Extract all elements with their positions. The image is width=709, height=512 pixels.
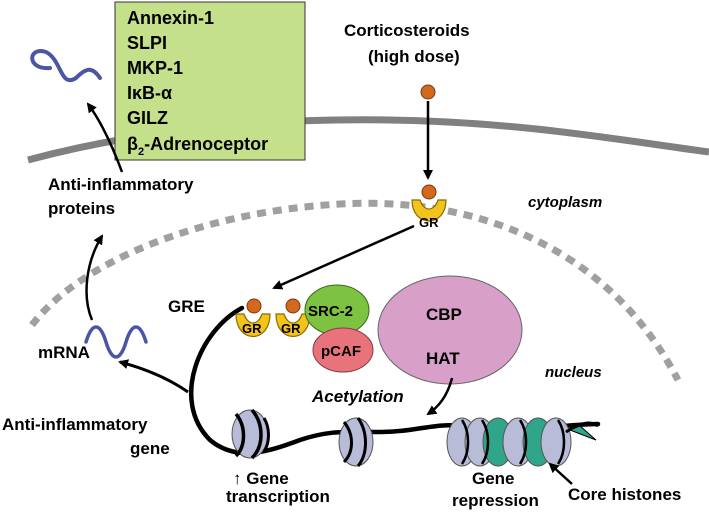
label-src2: SRC-2 [308, 303, 353, 320]
protein-gilz: GILZ [127, 108, 168, 128]
label-anti-inflammatory-gene-1: Anti-inflammatory [2, 415, 148, 434]
label-pcaf: pCAF [321, 343, 361, 360]
gr-label-dimer-1: GR [242, 321, 262, 336]
label-anti-inflammatory-gene-2: gene [130, 439, 170, 458]
label-hat: HAT [426, 349, 460, 368]
label-mrna: mRNA [38, 343, 90, 362]
pcaf-coactivator [312, 327, 374, 373]
arrow-gene-to-mrna [118, 359, 189, 394]
protein-mkp-1: MKP-1 [127, 58, 183, 78]
arrow-acetylation [426, 377, 454, 416]
protein-annexin-1: Annexin-1 [127, 8, 214, 28]
gr-dimer: GR GR [235, 298, 311, 338]
nucleosomes-condensed [446, 417, 599, 467]
nucleosome-middle [338, 417, 374, 467]
label-anti-inflammatory-proteins-1: Anti-inflammatory [48, 175, 194, 194]
steroid-molecule-icon [420, 84, 436, 100]
label-high-dose: (high dose) [368, 47, 460, 66]
label-gene-transcription-1: ↑ Gene [233, 469, 289, 488]
label-gre: GRE [168, 297, 205, 316]
arrow-mrna-to-proteins [85, 234, 104, 321]
protein-squiggle-icon [30, 49, 102, 82]
label-core-histones: Core histones [568, 485, 681, 504]
label-gene-repression-2: repression [452, 491, 539, 510]
label-gene-transcription-2: transcription [226, 487, 330, 506]
label-cbp: CBP [426, 305, 462, 324]
label-cytoplasm: cytoplasm [528, 194, 602, 211]
arrow-to-proteins [86, 102, 124, 173]
label-acetylation: Acetylation [311, 387, 404, 406]
gr-label-cytoplasm: GR [419, 215, 439, 230]
gr-label-dimer-2: GR [281, 321, 301, 336]
protein-ikb-alpha: IκB-α [127, 83, 172, 103]
nucleosome-open [231, 408, 270, 460]
nuclear-envelope [29, 199, 682, 382]
label-gene-repression-1: Gene [472, 469, 515, 488]
arrow-core-histones [548, 462, 573, 485]
anti-inflammatory-protein-box [114, 1, 306, 161]
label-corticosteroids: Corticosteroids [344, 21, 470, 40]
label-nucleus: nucleus [545, 364, 602, 381]
protein-slpi: SLPI [127, 33, 167, 53]
gr-receptor-cytoplasm: GR [411, 184, 447, 230]
protein-b2-adrenoceptor: β2-Adrenoceptor [127, 134, 268, 158]
mrna-squiggle-icon [84, 325, 148, 359]
arrow-gr-to-nucleus [272, 224, 415, 290]
label-anti-inflammatory-proteins-2: proteins [48, 199, 115, 218]
